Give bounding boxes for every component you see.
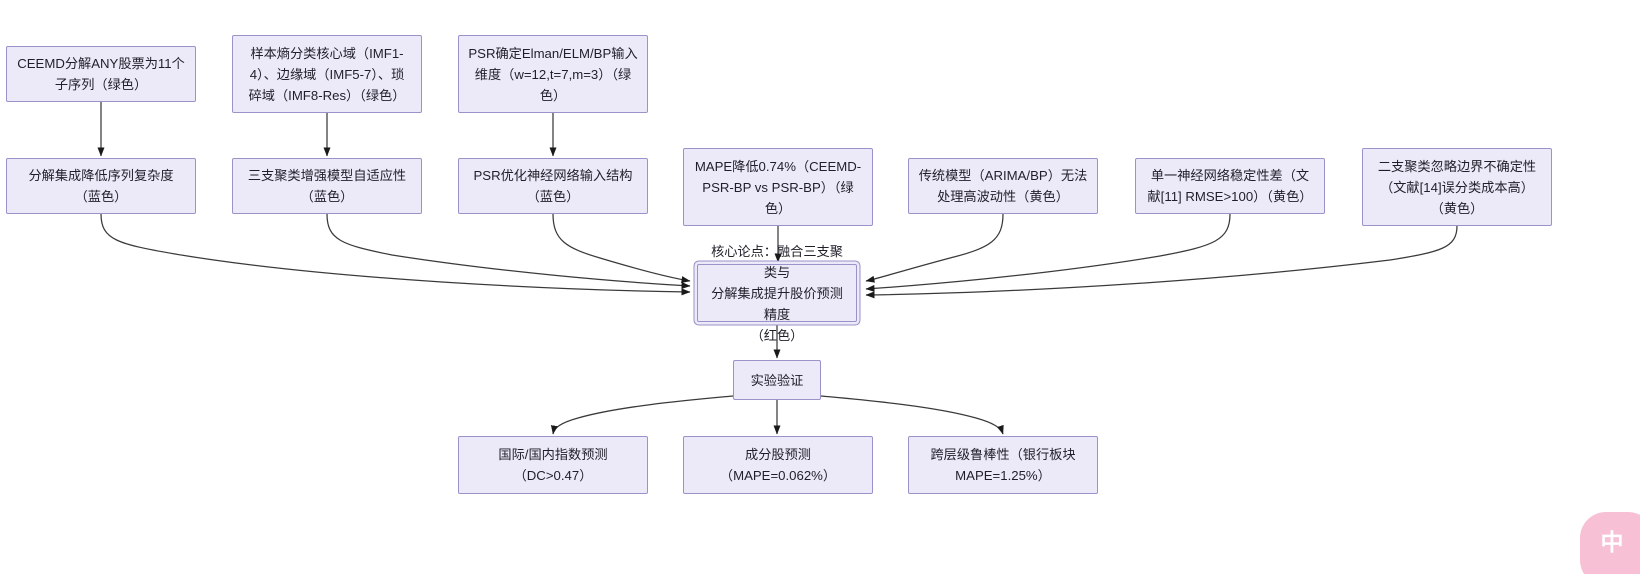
node-decomposition-reduces-complexity[interactable]: 分解集成降低序列复杂度 （蓝色）: [6, 158, 196, 214]
edge-verify-r1: [550, 395, 734, 435]
node-label: CEEMD分解ANY股票为11个 子序列（绿色）: [17, 56, 185, 92]
node-label: 三支聚类增强模型自适应性 （蓝色）: [247, 168, 407, 204]
edge-n4-core: [100, 213, 691, 296]
node-experiment-verification[interactable]: 实验验证: [733, 360, 821, 400]
edge-n8-core: [865, 213, 1004, 283]
node-ceemd-decomposition[interactable]: CEEMD分解ANY股票为11个 子序列（绿色）: [6, 46, 196, 102]
node-core-thesis[interactable]: 核心论点：融合三支聚类与 分解集成提升股价预测精度 （红色）: [697, 244, 857, 343]
edge-n6-core: [552, 213, 691, 284]
node-sample-entropy-classification[interactable]: 样本熵分类核心域（IMF1- 4）、边缘域（IMF5-7）、琐 碎域（IMF8-…: [232, 35, 422, 113]
watermark-text: 中: [1600, 528, 1624, 555]
node-psr-optimizes-network-input[interactable]: PSR优化神经网络输入结构 （蓝色）: [458, 158, 648, 214]
watermark-badge: 中: [1580, 512, 1640, 574]
node-label: 成分股预测 （MAPE=0.062%）: [719, 447, 837, 483]
node-label: 单一神经网络稳定性差（文 献[11] RMSE>100）（黄色）: [1147, 168, 1313, 204]
node-result-index-prediction[interactable]: 国际/国内指数预测 （DC>0.47）: [458, 436, 648, 494]
node-psr-input-dimension[interactable]: PSR确定Elman/ELM/BP输入 维度（w=12,t=7,m=3）（绿 色…: [458, 35, 648, 113]
edge-verify-r3: [820, 395, 1004, 435]
edge-n5-core: [326, 213, 691, 290]
node-two-way-clustering-limitation[interactable]: 二支聚类忽略边界不确定性 （文献[14]误分类成本高） （黄色）: [1362, 148, 1552, 226]
node-label: 实验验证: [750, 372, 804, 388]
node-label: 样本熵分类核心域（IMF1- 4）、边缘域（IMF5-7）、琐 碎域（IMF8-…: [248, 45, 406, 103]
node-result-constituent-stock-prediction[interactable]: 成分股预测 （MAPE=0.062%）: [683, 436, 873, 494]
node-label: PSR优化神经网络输入结构 （蓝色）: [473, 168, 633, 204]
node-single-network-instability[interactable]: 单一神经网络稳定性差（文 献[11] RMSE>100）（黄色）: [1135, 158, 1325, 214]
edge-n10-core: [865, 225, 1458, 299]
node-mape-reduction-evidence[interactable]: MAPE降低0.74%（CEEMD- PSR-BP vs PSR-BP）（绿 色…: [683, 148, 873, 226]
node-label: 传统模型（ARIMA/BP）无法 处理高波动性（黄色）: [918, 168, 1088, 204]
node-traditional-model-limitation[interactable]: 传统模型（ARIMA/BP）无法 处理高波动性（黄色）: [908, 158, 1098, 214]
node-label: 分解集成降低序列复杂度 （蓝色）: [28, 168, 174, 204]
edge-n9-core: [865, 213, 1231, 292]
node-three-way-clustering-adaptivity[interactable]: 三支聚类增强模型自适应性 （蓝色）: [232, 158, 422, 214]
node-result-cross-level-robustness[interactable]: 跨层级鲁棒性（银行板块 MAPE=1.25%）: [908, 436, 1098, 494]
node-label: 国际/国内指数预测 （DC>0.47）: [498, 447, 608, 483]
node-label: MAPE降低0.74%（CEEMD- PSR-BP vs PSR-BP）（绿 色…: [694, 158, 862, 216]
node-label: 跨层级鲁棒性（银行板块 MAPE=1.25%）: [930, 447, 1076, 483]
node-label: PSR确定Elman/ELM/BP输入 维度（w=12,t=7,m=3）（绿 色…: [468, 45, 638, 103]
node-label: 二支聚类忽略边界不确定性 （文献[14]误分类成本高） （黄色）: [1377, 158, 1537, 216]
node-label: 核心论点：融合三支聚类与 分解集成提升股价预测精度 （红色）: [711, 243, 843, 343]
